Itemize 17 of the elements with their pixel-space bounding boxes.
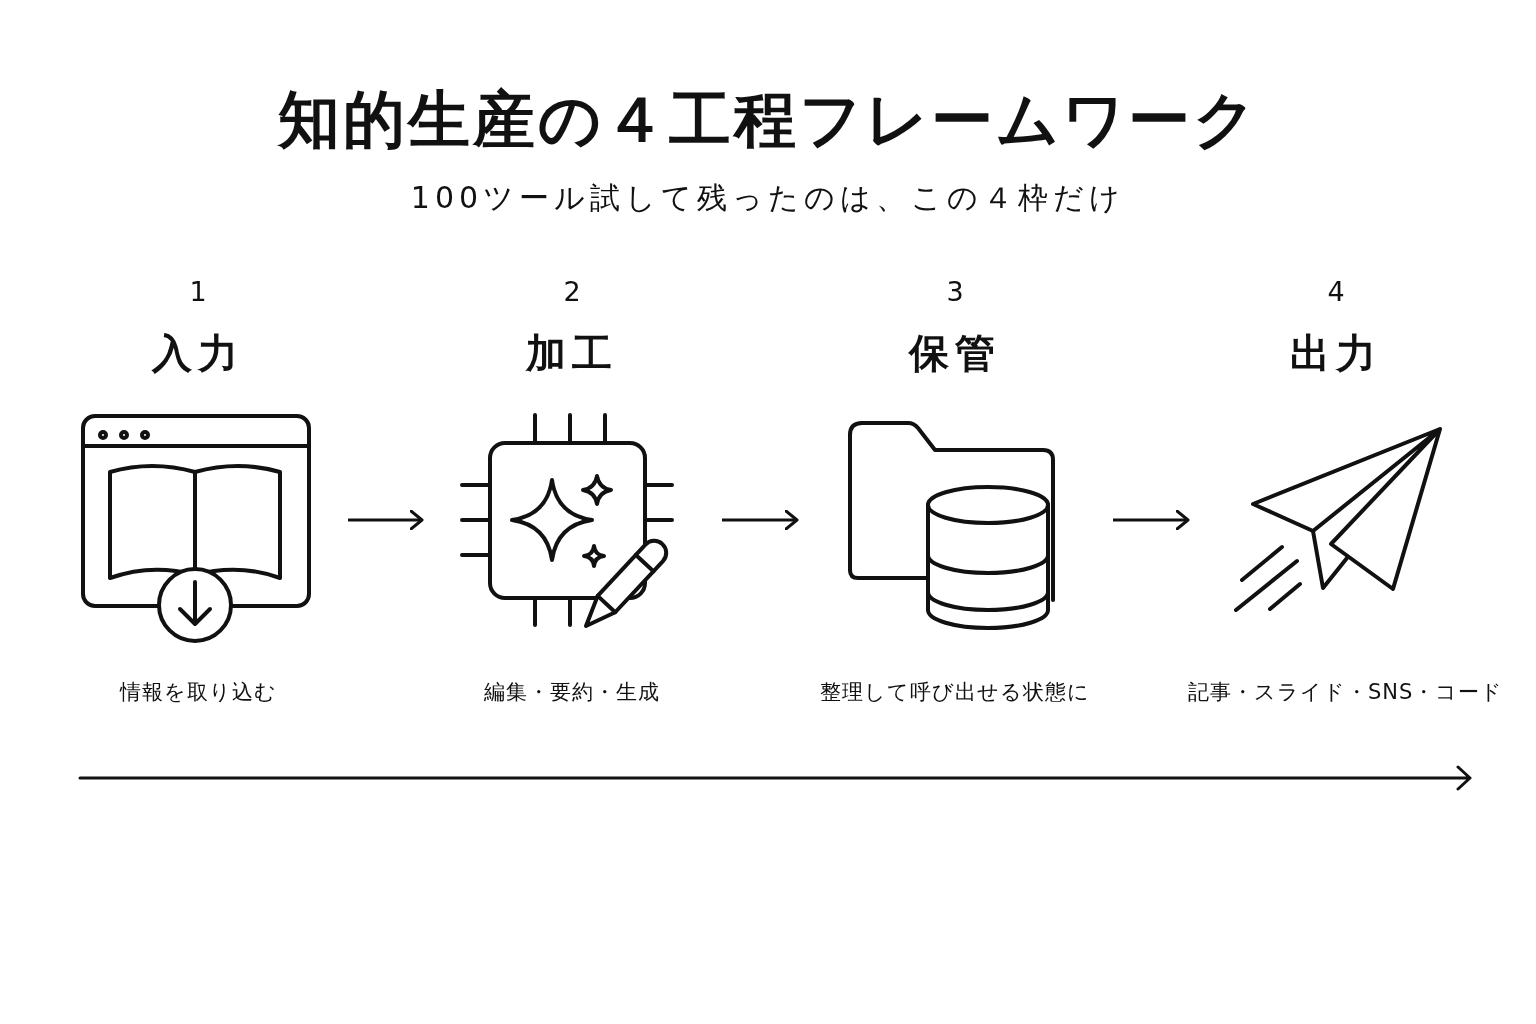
step-number: 4: [1327, 276, 1345, 307]
step-heading: 加工: [526, 330, 618, 376]
step-heading: 出力: [1290, 330, 1382, 376]
step-description: 情報を取り込む: [119, 680, 277, 704]
step-heading: 保管: [909, 330, 1001, 376]
subtitle: 100ツール試して残ったのは、この４枠だけ: [410, 180, 1126, 215]
step-heading: 入力: [152, 330, 244, 376]
title: 知的生産の４工程フレームワーク: [277, 83, 1259, 156]
step-number: 3: [946, 276, 964, 307]
step-description: 記事・スライド・SNS・コード: [1188, 680, 1504, 704]
step-description: 編集・要約・生成: [484, 680, 660, 704]
step-description: 整理して呼び出せる状態に: [820, 680, 1090, 704]
arrow: [1113, 509, 1190, 531]
step-number: 2: [563, 276, 581, 307]
arrow: [722, 509, 799, 531]
step-number: 1: [189, 276, 207, 307]
arrow: [348, 509, 424, 531]
